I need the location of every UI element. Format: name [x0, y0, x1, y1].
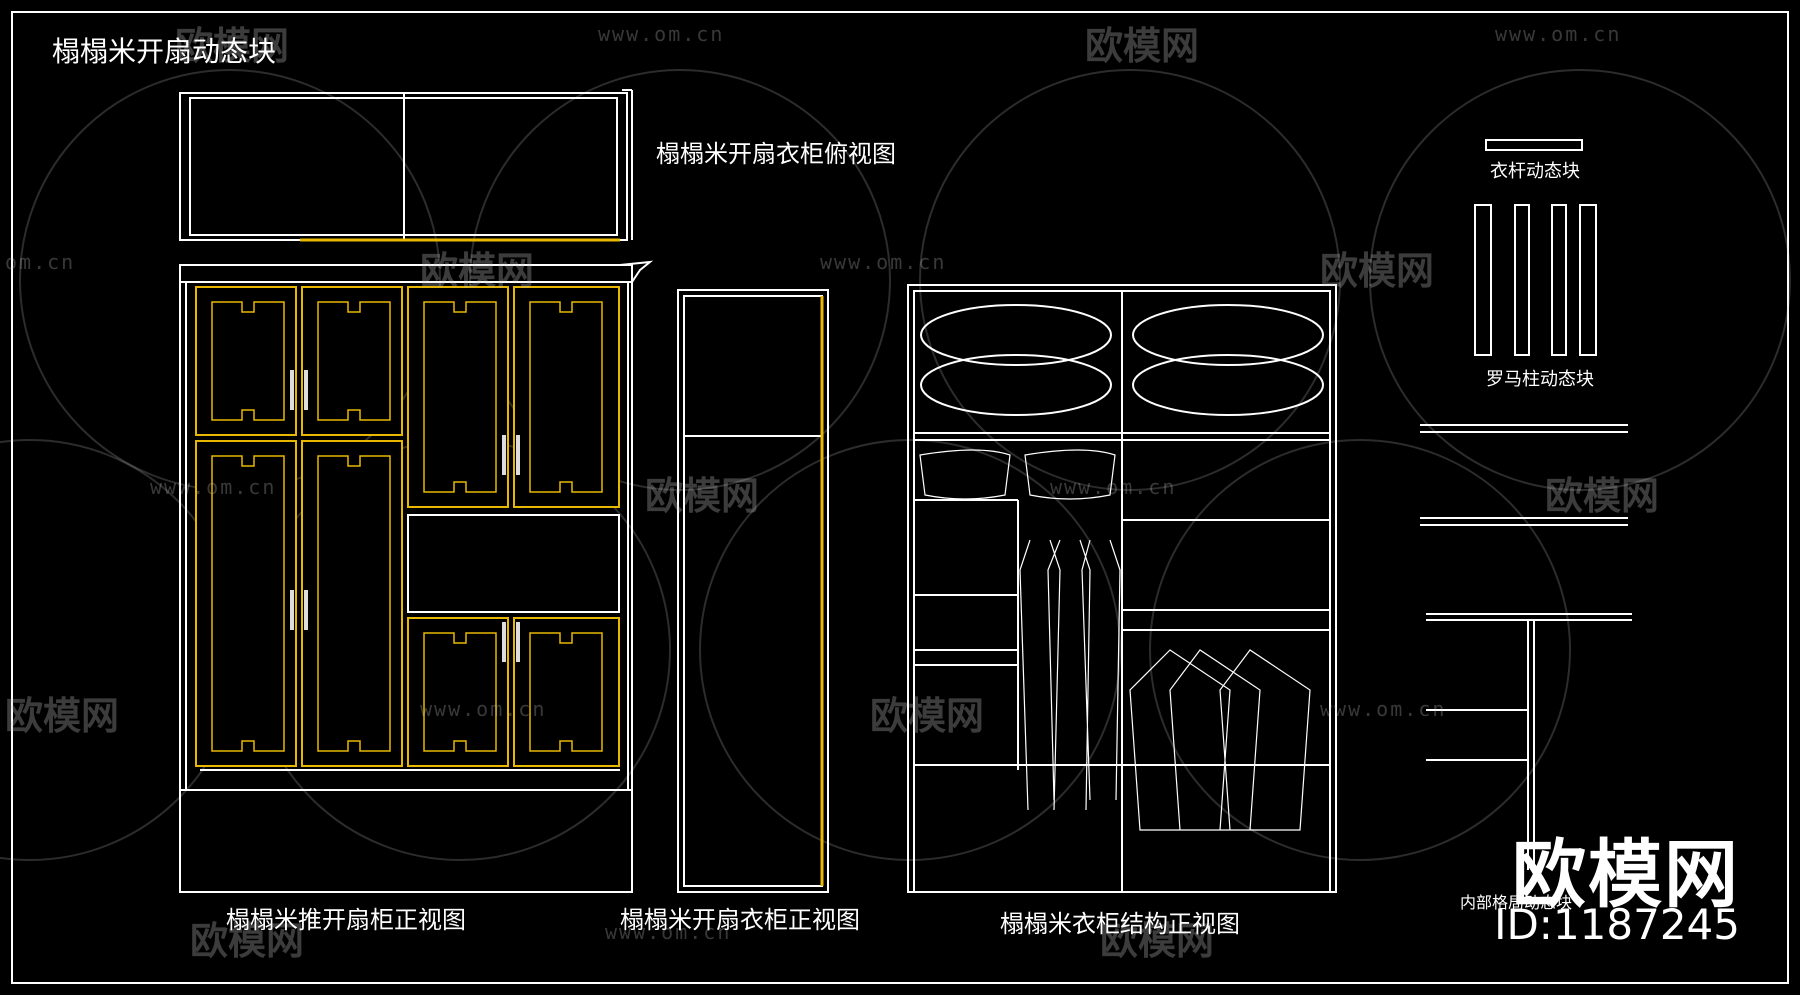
clothes-sketch — [914, 449, 1311, 831]
label-door-front: 榻榻米开扇衣柜正视图 — [620, 906, 860, 934]
watermark-logo: 欧模网 — [645, 474, 760, 518]
middle-shelf — [407, 514, 620, 613]
watermark-logo: 欧模网 — [1100, 919, 1215, 963]
interior-grid-block — [1420, 424, 1632, 870]
watermark-site: www.om.cn — [820, 250, 947, 274]
watermark-logo: 欧模网 — [5, 694, 120, 738]
push-door-cabinet — [179, 260, 654, 893]
watermark-logo: 欧模网 — [1320, 249, 1435, 293]
label-top-view: 榻榻米开扇衣柜俯视图 — [656, 140, 896, 168]
label-push-door-front: 榻榻米推开扇柜正视图 — [226, 906, 466, 934]
drawing-border — [11, 11, 1789, 984]
watermark-logo: 欧模网 — [175, 24, 290, 68]
label-interior-grid: 内部格局动态块 — [1460, 893, 1573, 912]
brand-id: ID:1187245 — [1494, 900, 1740, 949]
drawing-title: 榻榻米开扇动态块 — [52, 35, 277, 68]
watermark-logo: 欧模网 — [420, 249, 535, 293]
door-handles — [290, 370, 520, 662]
brand-logo: 欧模网 — [1512, 832, 1740, 918]
roman-column-block — [1474, 204, 1597, 356]
watermark-site: www.om.cn — [605, 920, 732, 944]
hanging-rod-block — [1485, 139, 1583, 151]
watermark-site: www.om.cn — [598, 22, 725, 46]
watermark-logo: 欧模网 — [1545, 474, 1660, 518]
top-view — [179, 89, 633, 242]
watermark-site: www.om.cn — [1495, 22, 1622, 46]
label-roman-column: 罗马柱动态块 — [1486, 369, 1594, 390]
watermark-site: www.om.cn — [1320, 697, 1447, 721]
watermark-logo: 欧模网 — [1085, 24, 1200, 68]
label-hanging-rod: 衣杆动态块 — [1490, 161, 1580, 182]
watermark-logo: 欧模网 — [190, 919, 305, 963]
wardrobe-structure — [907, 284, 1337, 893]
door-inner-frames — [211, 301, 603, 752]
watermark-site: om.cn — [5, 250, 76, 274]
watermark-circles — [0, 69, 1791, 861]
watermark-logo: 欧模网 — [870, 694, 985, 738]
label-structure-front: 榻榻米衣柜结构正视图 — [1000, 910, 1240, 938]
watermark-site: www.om.cn — [1050, 475, 1177, 499]
watermark-site: www.om.cn — [420, 697, 547, 721]
watermark-site: www.om.cn — [150, 475, 277, 499]
side-cabinet-front — [677, 289, 829, 893]
